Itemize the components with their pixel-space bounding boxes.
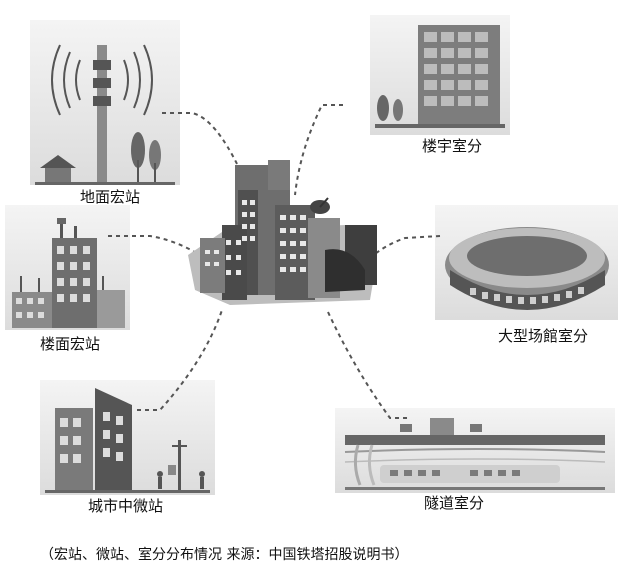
stadium-icon <box>445 227 609 310</box>
label-ground-macro: 地面宏站 <box>80 188 141 206</box>
ground-macro-tower-icon <box>35 44 175 185</box>
central-datacenter-icon <box>188 160 377 305</box>
connector-building-indoor <box>294 104 343 196</box>
label-rooftop-macro: 楼面宏站 <box>40 335 101 353</box>
label-urban-micro: 城市中微站 <box>88 497 164 515</box>
office-building-icon <box>375 25 505 128</box>
rooftop-macro-buildings-icon <box>12 218 125 328</box>
label-venue-indoor: 大型场館室分 <box>498 327 589 345</box>
connector-venue-indoor <box>369 235 441 259</box>
urban-micro-city-icon <box>45 388 210 493</box>
label-building-indoor: 楼宇室分 <box>422 137 483 155</box>
connector-tunnel-indoor <box>327 311 408 419</box>
tunnel-icon <box>344 418 606 490</box>
connector-urban-micro <box>137 309 223 411</box>
label-tunnel-indoor: 隧道室分 <box>424 494 485 512</box>
figure-caption: （宏站、微站、室分分布情况 来源：中国铁塔招股说明书） <box>40 547 409 563</box>
